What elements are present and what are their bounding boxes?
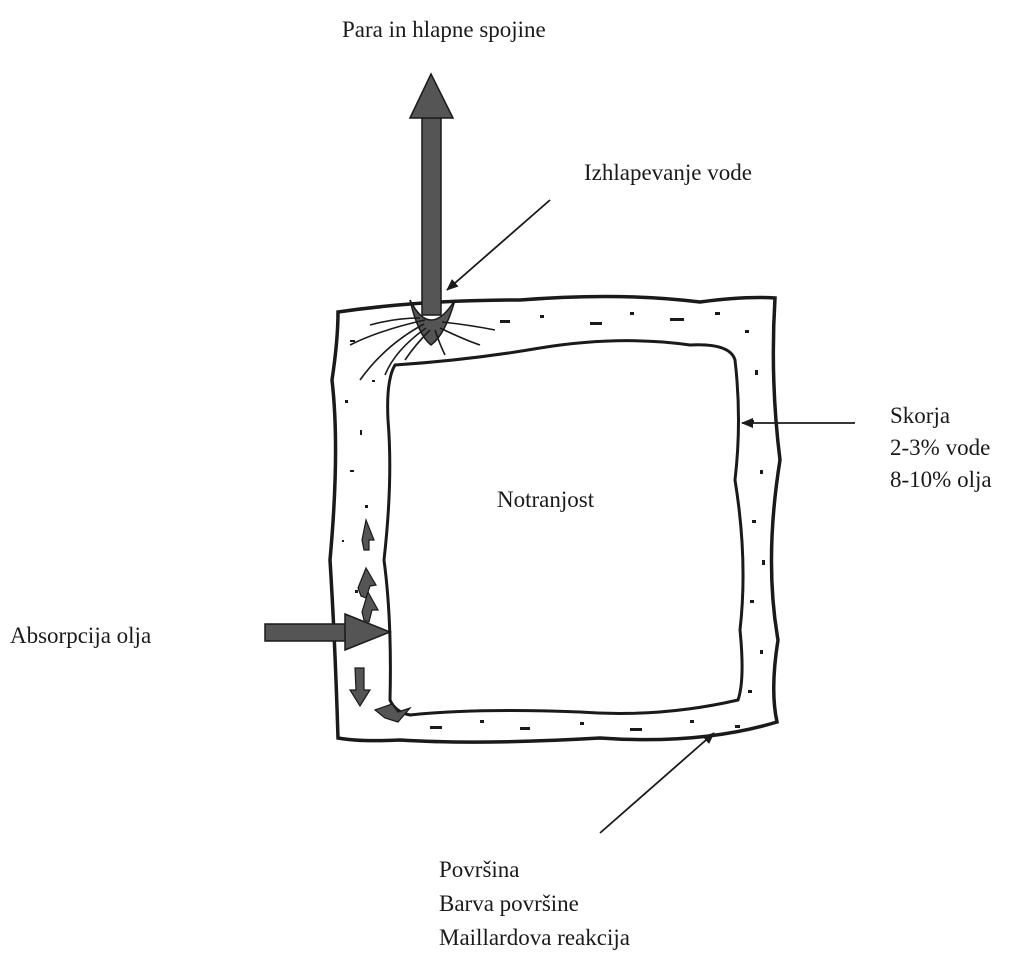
oil-absorption-label: Absorpcija olja	[10, 620, 151, 652]
crust-title-label: Skorja	[890, 400, 950, 432]
steam-label: Para in hlapne spojine	[342, 14, 546, 46]
surface-color-label: Barva površine	[439, 888, 579, 920]
surface-pointer	[600, 733, 714, 833]
crust-oil-label: 8-10% olja	[890, 464, 992, 496]
surface-title-label: Površina	[439, 854, 520, 886]
interior-region	[384, 341, 743, 715]
interior-label: Notranjost	[497, 484, 594, 516]
evaporation-label: Izhlapevanje vode	[584, 157, 752, 189]
crust-water-label: 2-3% vode	[890, 432, 990, 464]
surface-reaction-label: Maillardova reakcija	[439, 922, 630, 954]
evaporation-pointer	[447, 200, 550, 290]
